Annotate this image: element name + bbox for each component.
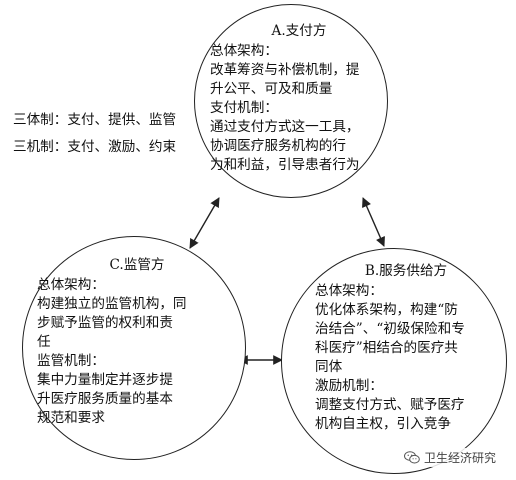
- wechat-icon: [404, 451, 420, 464]
- node-line: 任: [37, 334, 51, 350]
- node-line: 监管机制：: [37, 353, 105, 369]
- node-line: 构建独立的监管机构，同: [37, 296, 187, 312]
- watermark-text: 卫生经济研究: [424, 451, 497, 465]
- node-provider: B.服务供给方 总体架构： 优化体系架构，构建“防 治结合”、“初级保险和专 科…: [315, 262, 497, 434]
- node-title: A.支付方: [271, 23, 327, 39]
- node-line: 治结合”、“初级保险和专: [315, 321, 465, 337]
- node-line: 调整支付方式、赋予医疗: [315, 397, 465, 413]
- circle-payer: [194, 4, 388, 198]
- node-line: 协调医疗服务机构的行: [210, 138, 346, 154]
- node-line: 通过支付方式这一工具，: [210, 119, 360, 135]
- node-line: 总体架构：: [210, 43, 278, 59]
- node-line: 升公平、可及和质量: [210, 81, 333, 97]
- node-line: 支付机制：: [210, 100, 278, 116]
- node-line: 总体架构：: [315, 283, 383, 299]
- node-line: 机构自主权，引入竞争: [315, 416, 451, 432]
- node-line: 优化体系架构，构建“防: [315, 302, 458, 318]
- arrow-payer-regulator: [189, 197, 220, 249]
- node-line: 规范和要求: [37, 410, 105, 426]
- node-line: 激励机制：: [315, 378, 383, 394]
- circle-provider: [281, 248, 507, 474]
- node-line: 改革筹资与补偿机制，提: [210, 62, 360, 78]
- node-line: 步赋予监管的权利和责: [37, 315, 173, 331]
- node-line: 集中力量制定并逐步提: [37, 372, 173, 388]
- system-notes: 三体制：支付、提供、监管 三机制：支付、激励、约束: [13, 107, 176, 161]
- three-mechanisms-note: 三机制：支付、激励、约束: [13, 139, 177, 155]
- watermark: 卫生经济研究: [400, 448, 501, 467]
- node-line: 升医疗服务质量的基本: [37, 391, 173, 407]
- node-line: 科医疗”相结合的医疗共: [315, 340, 458, 356]
- node-line: 为和利益，引导患者行为: [210, 157, 360, 173]
- circle-regulator: [22, 236, 246, 460]
- node-line: 总体架构：: [37, 277, 105, 293]
- three-systems-note: 三体制：支付、提供、监管: [13, 112, 177, 128]
- node-title: B.服务供给方: [364, 263, 448, 279]
- node-title: C.监管方: [109, 257, 165, 273]
- node-regulator: C.监管方 总体架构： 构建独立的监管机构，同 步赋予监管的权利和责 任 监管机…: [37, 256, 237, 428]
- node-payer: A.支付方 总体架构： 改革筹资与补偿机制，提 升公平、可及和质量 支付机制： …: [210, 22, 388, 175]
- node-line: 同体: [315, 359, 343, 375]
- arrow-payer-provider: [362, 197, 385, 247]
